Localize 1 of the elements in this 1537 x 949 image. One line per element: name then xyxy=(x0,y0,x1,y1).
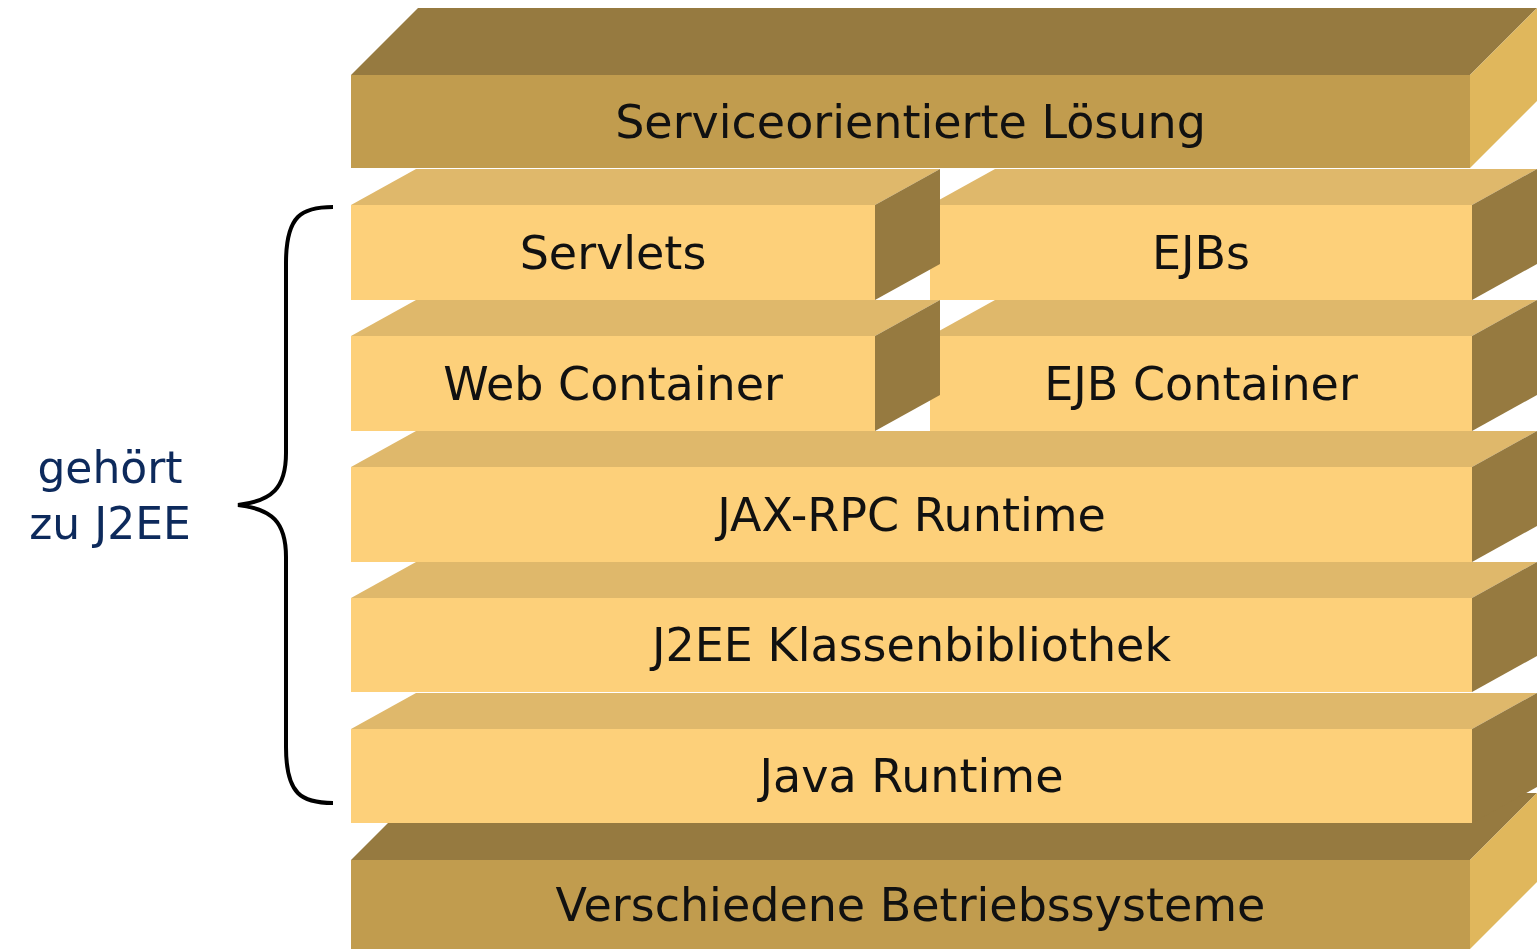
bracket-label: gehört zu J2EE xyxy=(28,441,192,551)
